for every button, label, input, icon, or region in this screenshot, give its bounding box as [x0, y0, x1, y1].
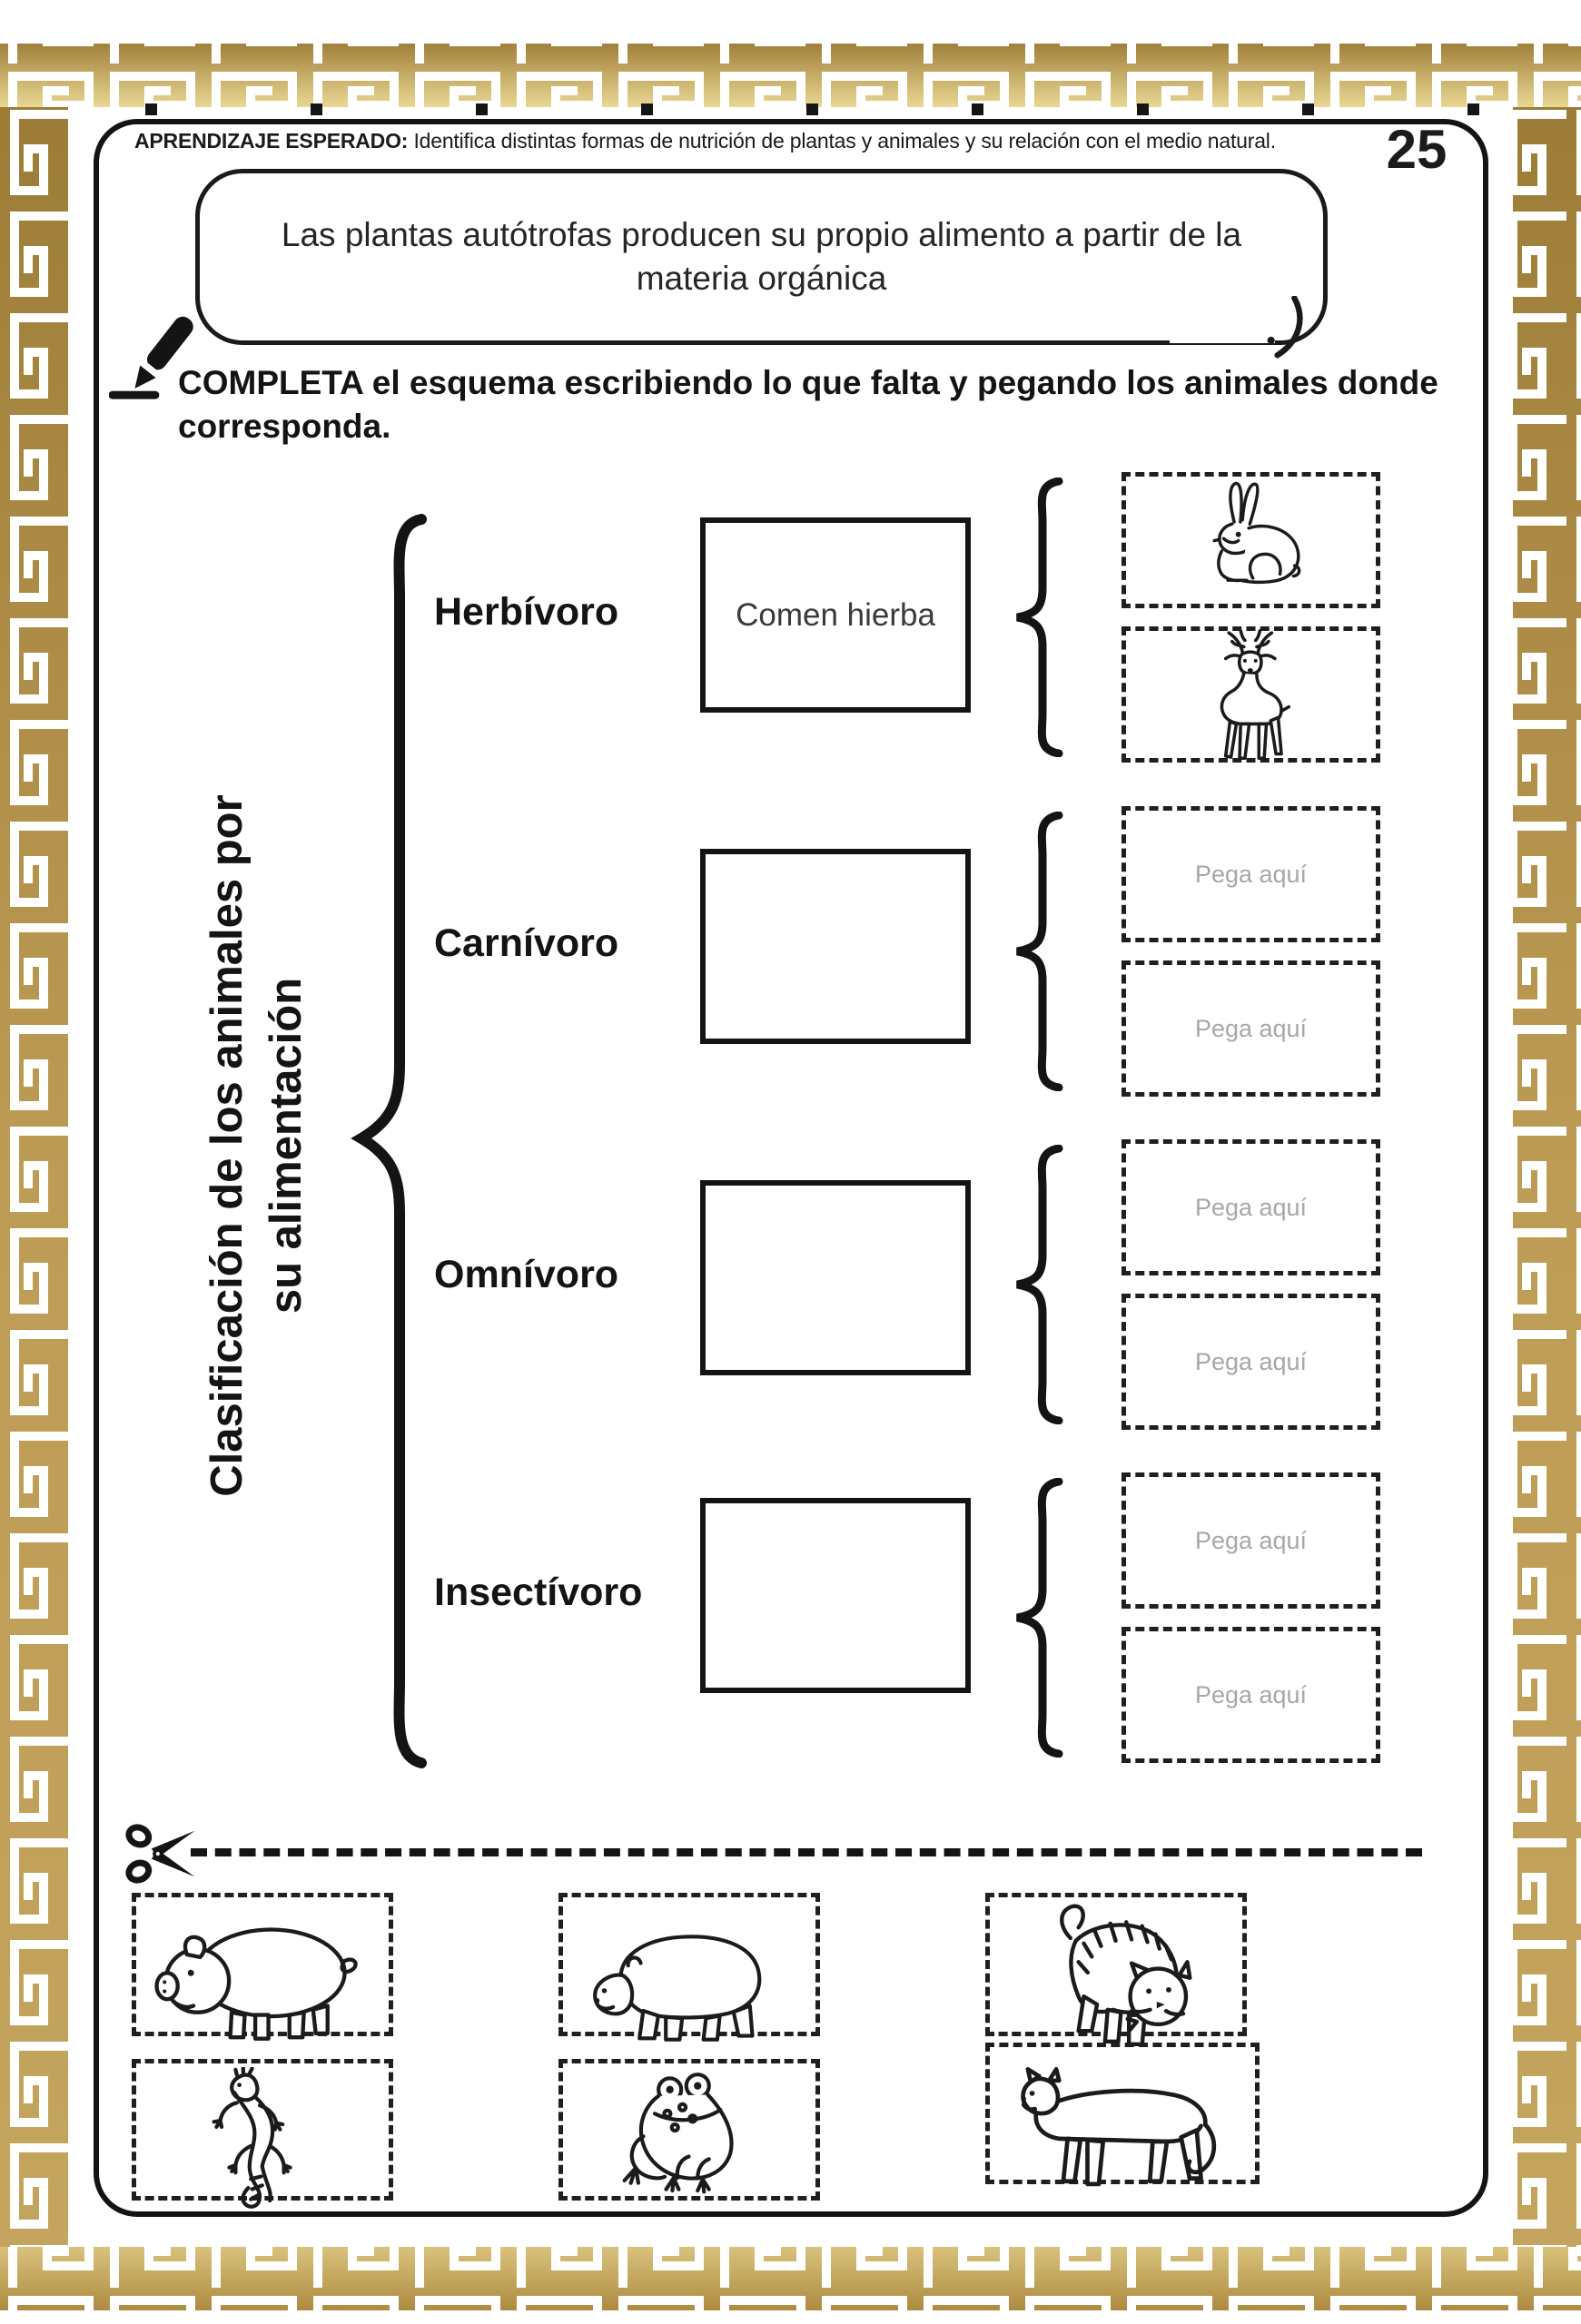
big-brace-icon [351, 514, 427, 1768]
category-label-carnivoro: Carnívoro [434, 921, 619, 965]
paste-here-label: Pega aquí [1194, 1526, 1308, 1554]
cut-dashed-line [191, 1848, 1422, 1856]
tiger-image [1060, 1904, 1192, 2046]
speech-bubble-border-gap [1170, 329, 1275, 343]
scissors-icon [125, 1824, 195, 1884]
category-label-insectivoro: Insectívoro [434, 1571, 643, 1614]
cutout-box-lizard[interactable] [132, 2059, 393, 2209]
cutout-box-pig[interactable] [132, 1893, 393, 2041]
cutout-box-bear[interactable] [558, 1893, 820, 2042]
cutout-box-tiger[interactable] [985, 1893, 1247, 2046]
paste-here-label: Pega aquí [1194, 1193, 1308, 1221]
frog-image [622, 2073, 734, 2194]
paste-here-label: Pega aquí [1194, 1680, 1308, 1709]
diagram-title: Clasificación de los animales por su ali… [198, 510, 325, 1781]
paste-here-label: Pega aquí [1194, 1014, 1308, 1042]
answer-box-carnivoro[interactable] [700, 849, 971, 1044]
row-brace-icon [1016, 478, 1063, 757]
pencil-icon [109, 316, 193, 399]
speech-bubble-line2: materia orgánica [636, 260, 887, 297]
answer-box-text: Comen hierba [736, 596, 935, 633]
answer-box-omnivoro[interactable] [700, 1180, 971, 1375]
speech-bubble-tail-icon [1267, 296, 1303, 359]
header-text: Identifica distintas formas de nutrición… [408, 129, 1276, 153]
content-frame [94, 119, 1488, 2217]
expected-learning-header: APRENDIZAJE ESPERADO: Identifica distint… [134, 129, 1360, 153]
paste-slot-herbivoro-2[interactable] [1122, 626, 1380, 763]
puma-image [1021, 2066, 1217, 2187]
instruction-text: COMPLETA el esquema escribiendo lo que f… [178, 361, 1458, 448]
answer-box-herbivoro[interactable]: Comen hierba [700, 517, 971, 713]
row-brace-icon [1016, 812, 1063, 1091]
diagram-title-line2: su alimentación [261, 977, 311, 1315]
lizard-image [212, 2067, 292, 2209]
category-label-herbivoro: Herbívoro [434, 590, 619, 634]
page-number: 25 [1386, 119, 1448, 180]
answer-box-insectivoro[interactable] [700, 1498, 971, 1693]
row-brace-icon [1016, 1478, 1063, 1758]
paste-here-label: Pega aquí [1194, 860, 1308, 888]
instruction-line1: COMPLETA el esquema escribiendo lo que f… [178, 364, 1438, 401]
paste-slot-insectivoro-1[interactable]: Pega aquí [1122, 1472, 1380, 1609]
paste-slot-herbivoro-1[interactable] [1122, 472, 1380, 608]
deer-image [1220, 629, 1290, 760]
diagram-title-line1: Clasificación de los animales por [203, 794, 252, 1497]
paste-here-label: Pega aquí [1194, 1347, 1308, 1375]
instruction-line2: corresponda. [178, 408, 391, 446]
paste-slot-insectivoro-2[interactable]: Pega aquí [1122, 1627, 1380, 1763]
paste-slot-omnivoro-1[interactable]: Pega aquí [1122, 1139, 1380, 1275]
bear-image [593, 1935, 762, 2042]
cutout-box-puma[interactable] [985, 2043, 1260, 2187]
speech-bubble: Las plantas autótrofas producen su propi… [195, 169, 1328, 345]
pig-image [154, 1927, 358, 2041]
rabbit-image [1212, 481, 1300, 585]
category-label-omnivoro: Omnívoro [434, 1253, 619, 1296]
header-label: APRENDIZAJE ESPERADO: [134, 129, 409, 153]
paste-slot-carnivoro-1[interactable]: Pega aquí [1122, 806, 1380, 942]
speech-bubble-line1: Las plantas autótrofas producen su propi… [281, 216, 1242, 253]
row-brace-icon [1016, 1145, 1063, 1424]
cutout-box-frog[interactable] [558, 2059, 820, 2201]
paste-slot-omnivoro-2[interactable]: Pega aquí [1122, 1294, 1380, 1430]
paste-slot-carnivoro-2[interactable]: Pega aquí [1122, 960, 1380, 1097]
